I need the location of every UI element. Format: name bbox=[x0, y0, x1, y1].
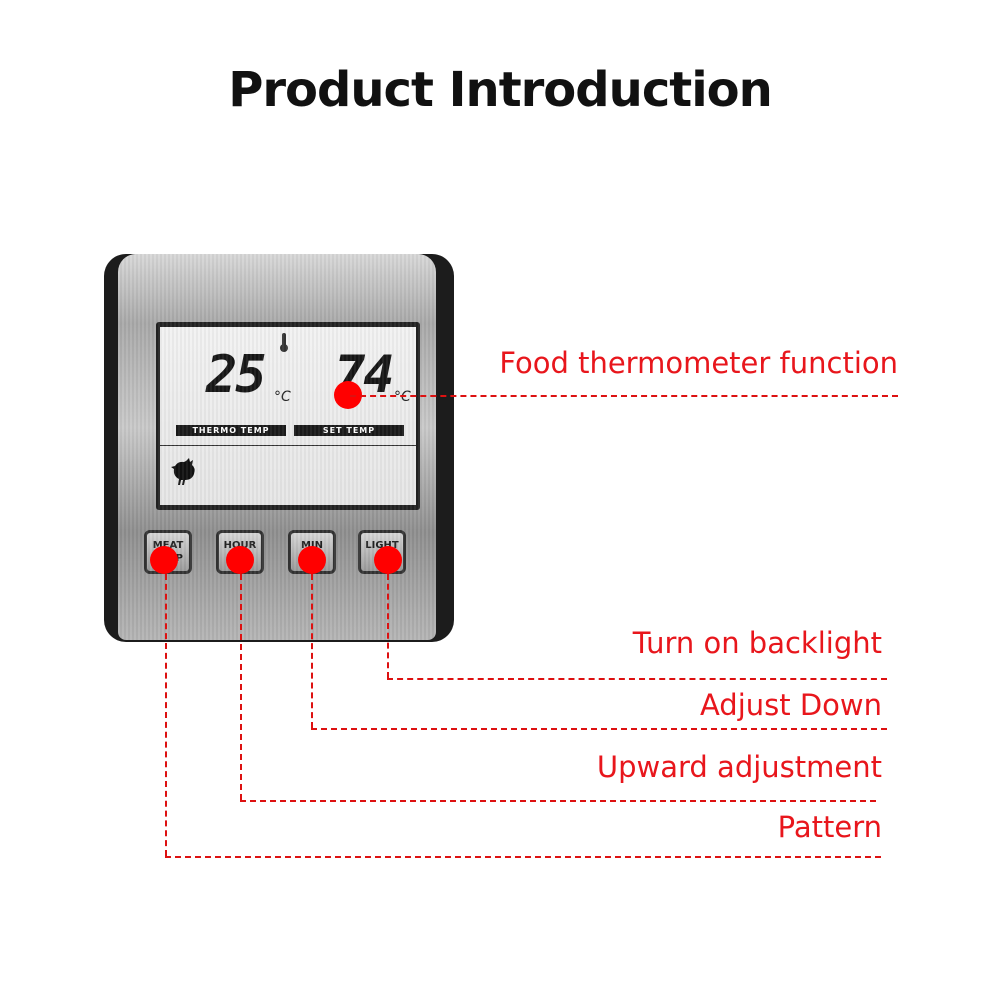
food-leader-line bbox=[350, 395, 898, 397]
food-thermometer-label: Food thermometer function bbox=[499, 346, 898, 380]
thermometer-device: 25 °C 74 °C THERMO TEMP SET TEMP MEAT ST… bbox=[104, 254, 454, 642]
hour-marker-dot bbox=[226, 546, 254, 574]
upward-adjustment-label: Upward adjustment bbox=[596, 750, 882, 784]
rooster-icon bbox=[171, 458, 195, 485]
backlight-leader-vertical bbox=[387, 574, 389, 678]
light-marker-dot bbox=[374, 546, 402, 574]
pattern-label: Pattern bbox=[777, 810, 882, 844]
pattern-leader-horizontal bbox=[165, 856, 881, 858]
set-temp-label: SET TEMP bbox=[294, 425, 404, 436]
min-marker-dot bbox=[298, 546, 326, 574]
adjust-down-label: Adjust Down bbox=[699, 688, 882, 722]
lcd-frame: 25 °C 74 °C THERMO TEMP SET TEMP bbox=[156, 322, 420, 510]
set-temp-unit: °C bbox=[394, 389, 411, 405]
up-leader-vertical bbox=[240, 574, 242, 800]
down-leader-vertical bbox=[311, 574, 313, 728]
page-title: Product Introduction bbox=[228, 62, 773, 118]
backlight-leader-horizontal bbox=[387, 678, 887, 680]
up-leader-horizontal bbox=[240, 800, 876, 802]
thermo-temp-label: THERMO TEMP bbox=[176, 425, 286, 436]
pattern-leader-vertical bbox=[165, 574, 167, 856]
lcd-divider bbox=[160, 445, 416, 446]
thermo-temp-value: 25 bbox=[206, 345, 267, 405]
thermo-temp-unit: °C bbox=[274, 389, 291, 405]
backlight-label: Turn on backlight bbox=[632, 626, 882, 660]
thermometer-icon bbox=[280, 333, 288, 352]
stainless-face: 25 °C 74 °C THERMO TEMP SET TEMP MEAT ST… bbox=[118, 254, 436, 640]
meat-stop-marker-dot bbox=[150, 546, 178, 574]
down-leader-horizontal bbox=[311, 728, 887, 730]
lcd-screen: 25 °C 74 °C THERMO TEMP SET TEMP bbox=[160, 327, 416, 505]
